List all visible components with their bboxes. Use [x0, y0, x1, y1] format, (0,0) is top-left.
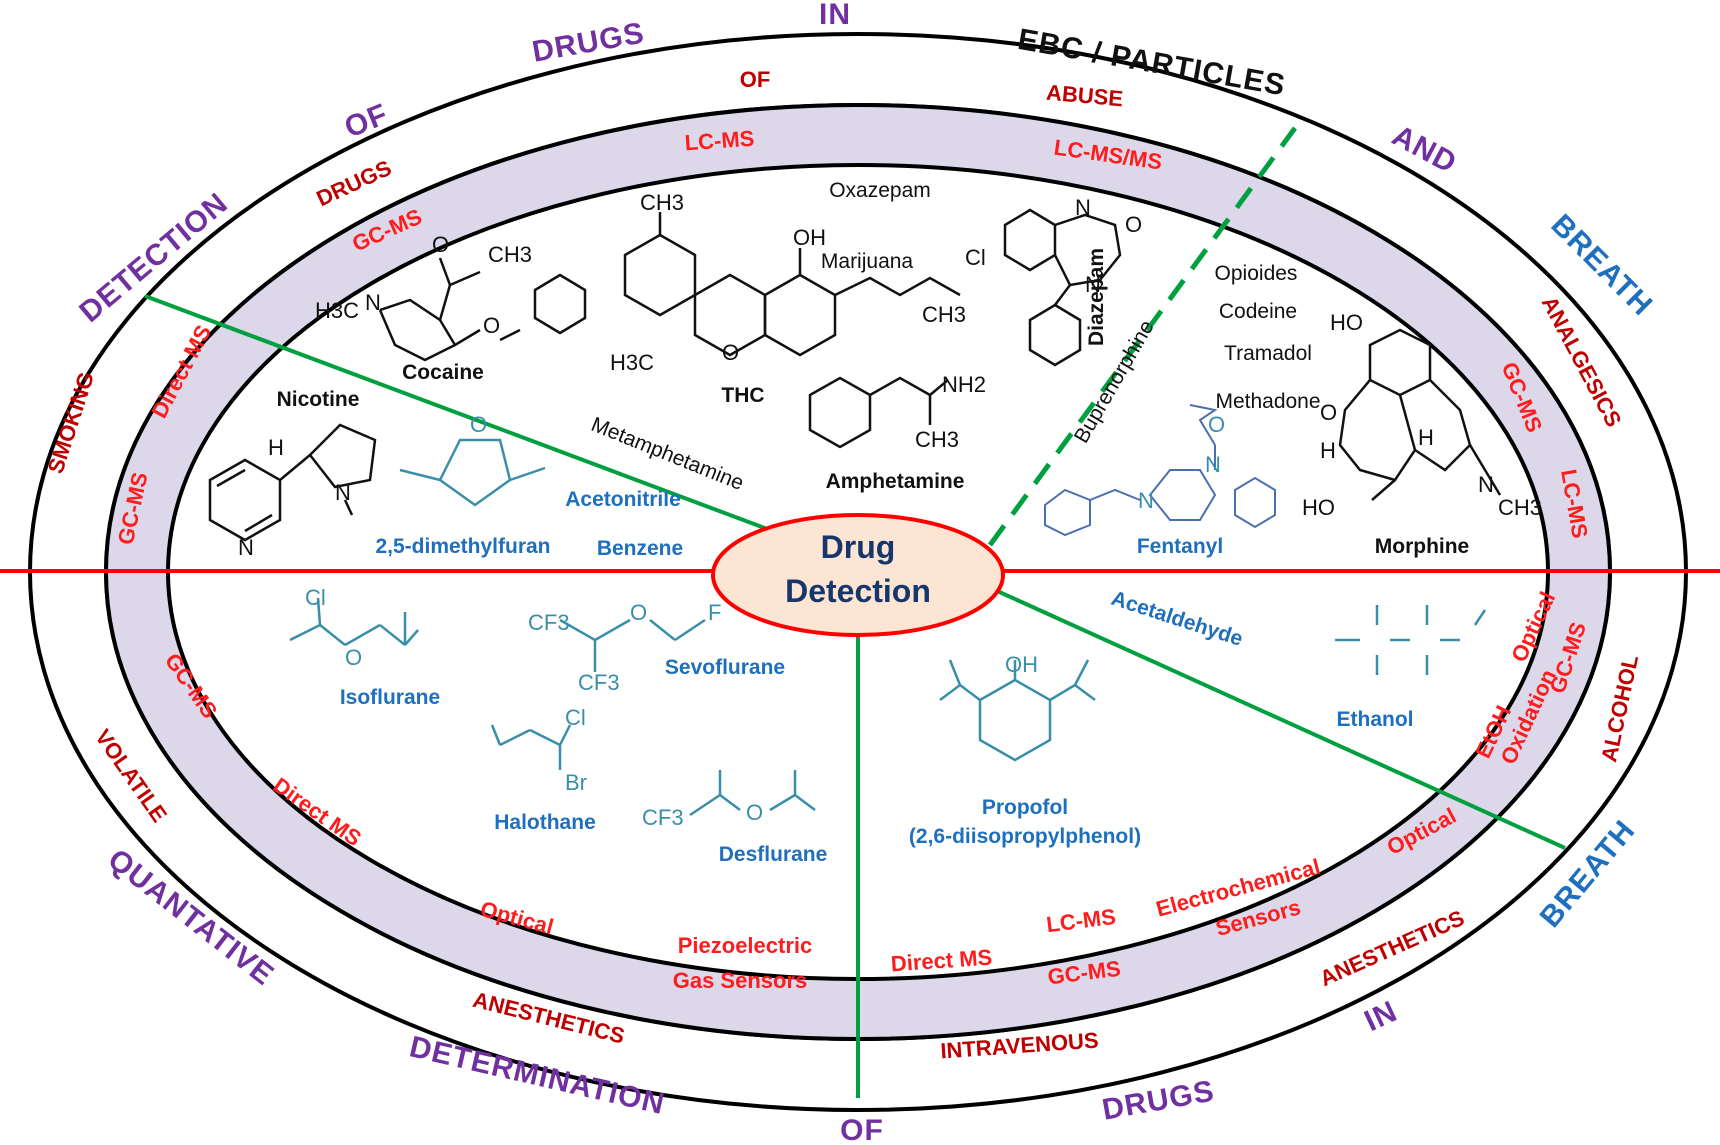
- label-oxazepam: Oxazepam: [829, 179, 931, 202]
- propofol-structure: [939, 659, 1096, 762]
- propofol-atom-oh: OH: [1005, 652, 1038, 677]
- diazepam-atom-o: O: [1125, 212, 1142, 237]
- sevoflurane-atom-o: O: [630, 600, 647, 625]
- dimethylfuran-structure: [399, 438, 546, 507]
- label-diazepam: Diazepam: [1085, 248, 1108, 346]
- cocaine-atom-ch3-right: CH3: [488, 242, 532, 267]
- nicotine-structure: [208, 423, 377, 542]
- morphine-structure: [1338, 328, 1502, 501]
- band-piezo-line1: Piezoelectric: [678, 933, 813, 958]
- ring-of: OF: [740, 67, 771, 92]
- label-propofol-line2: (2,6-diisopropylphenol): [909, 825, 1141, 848]
- amphetamine-structure: [808, 376, 949, 449]
- morphine-atom-ho-top: HO: [1330, 310, 1363, 335]
- divider-lower-right: [994, 588, 1566, 850]
- cocaine-atom-n: N: [365, 290, 381, 315]
- dimethylfuran-atom-o: O: [470, 412, 487, 437]
- label-methadone: Methadone: [1215, 390, 1320, 413]
- label-marijuana: Marijuana: [821, 250, 914, 273]
- label-desflurane: Desflurane: [719, 843, 828, 866]
- fentanyl-atom-o: O: [1208, 412, 1225, 437]
- sevoflurane-atom-f: F: [708, 600, 721, 625]
- label-codeine: Codeine: [1219, 300, 1297, 323]
- morphine-atom-h2: H: [1418, 425, 1434, 450]
- diazepam-structure: [1003, 208, 1122, 367]
- thc-atom-ch3-right: CH3: [922, 302, 966, 327]
- outer-word-in-bottom: IN: [1360, 995, 1403, 1038]
- diazepam-atom-cl: Cl: [965, 245, 986, 270]
- label-propofol-line1: Propofol: [982, 796, 1068, 819]
- label-ethanol: Ethanol: [1337, 708, 1414, 731]
- morphine-atom-h1: H: [1320, 438, 1336, 463]
- label-isoflurane: Isoflurane: [340, 686, 440, 709]
- sevoflurane-atom-cf3-bottom: CF3: [578, 670, 620, 695]
- desflurane-atom-cf3: CF3: [642, 805, 684, 830]
- label-acetonitrile: Acetonitrile: [565, 488, 681, 511]
- fentanyl-atom-n1: N: [1138, 488, 1154, 513]
- morphine-atom-o: O: [1320, 400, 1337, 425]
- cocaine-atom-o2: O: [483, 313, 500, 338]
- label-nicotine: Nicotine: [277, 388, 360, 411]
- label-sevoflurane: Sevoflurane: [665, 656, 785, 679]
- isoflurane-structure: [289, 597, 419, 647]
- desflurane-structure: [689, 770, 816, 817]
- label-morphine: Morphine: [1375, 535, 1470, 558]
- thc-atom-h3c: H3C: [610, 350, 654, 375]
- amphetamine-atom-nh2: NH2: [942, 372, 986, 397]
- nicotine-atom-n2: N: [335, 480, 351, 505]
- desflurane-atom-o: O: [746, 800, 763, 825]
- halothane-atom-cl: Cl: [565, 705, 586, 730]
- morphine-atom-n: N: [1478, 472, 1494, 497]
- fentanyl-structure: [1044, 404, 1276, 537]
- halothane-structure: [490, 724, 572, 770]
- divider-upper-left: [144, 294, 771, 532]
- label-opioides: Opioides: [1215, 262, 1298, 285]
- diazepam-atom-n2: N: [1085, 272, 1101, 297]
- label-cocaine: Cocaine: [402, 361, 484, 384]
- center-node: [711, 513, 1005, 637]
- label-tramadol: Tramadol: [1224, 342, 1312, 365]
- morphine-atom-ho-bottom: HO: [1302, 495, 1335, 520]
- thc-atom-ch3-top: CH3: [640, 190, 684, 215]
- thc-structure: [623, 212, 961, 357]
- label-amphetamine: Amphetamine: [826, 470, 965, 493]
- center-title-line1: Drug: [821, 529, 896, 565]
- label-thc: THC: [721, 384, 764, 407]
- morphine-atom-ch3: CH3: [1498, 495, 1542, 520]
- center-title-line2: Detection: [785, 573, 931, 609]
- isoflurane-atom-cl: Cl: [305, 585, 326, 610]
- label-halothane: Halothane: [494, 811, 596, 834]
- outer-word-of-bottom: OF: [840, 1114, 884, 1145]
- band-piezo-line2: Gas Sensors: [673, 968, 808, 993]
- nicotine-atom-h: H: [268, 435, 284, 460]
- isoflurane-atom-o: O: [345, 645, 362, 670]
- label-fentanyl: Fentanyl: [1137, 535, 1223, 558]
- ethanol-structure: [1335, 605, 1487, 675]
- label-benzene: Benzene: [597, 537, 683, 560]
- diazepam-atom-n1: N: [1075, 195, 1091, 220]
- divider-upper-right-dashed: [987, 126, 1298, 547]
- cocaine-atom-ch3-left: H3C: [315, 298, 359, 323]
- thc-atom-o: O: [722, 340, 739, 365]
- cocaine-atom-o1: O: [432, 232, 449, 257]
- halothane-atom-br: Br: [565, 770, 587, 795]
- outer-word-in: IN: [819, 0, 851, 31]
- label-dimethylfuran: 2,5-dimethylfuran: [375, 535, 550, 558]
- band-lcms-top: LC-MS: [684, 126, 755, 156]
- sevoflurane-atom-cf3-left: CF3: [528, 610, 570, 635]
- sevoflurane-structure: [559, 618, 706, 672]
- fentanyl-atom-n2: N: [1205, 452, 1221, 477]
- thc-atom-oh: OH: [793, 225, 826, 250]
- nicotine-atom-n1: N: [238, 535, 254, 560]
- cocaine-structure: [378, 257, 587, 362]
- amphetamine-atom-ch3: CH3: [915, 427, 959, 452]
